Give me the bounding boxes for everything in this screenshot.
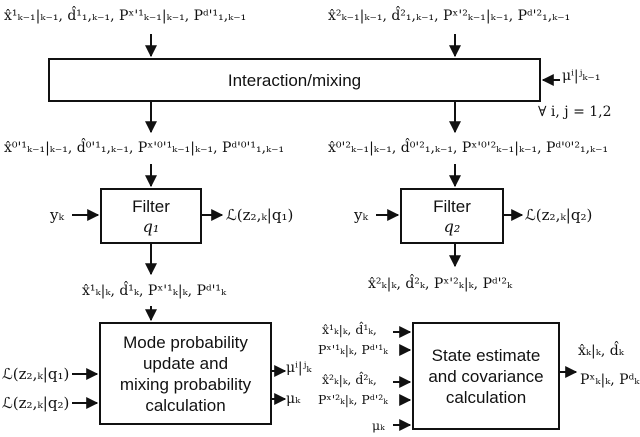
mixing-probability-input: μⁱ|ʲₖ₋₁ <box>562 68 601 84</box>
filter-2-title: Filter <box>433 196 471 216</box>
state-estimate-block: State estimate and covariance calculatio… <box>412 322 560 430</box>
interaction-mixing-block: Interaction/mixing <box>48 58 541 102</box>
likelihood-mode-2: ℒ(z₂,ₖ|q₂) <box>525 206 593 224</box>
mode-probability-block: Mode probability update and mixing proba… <box>99 322 272 425</box>
final-covariance: Pˣₖ|ₖ, Pᵈₖ <box>580 372 640 388</box>
mode-prob-line-4: calculation <box>145 395 226 415</box>
mixing-probability-output: μⁱ|ʲₖ <box>286 360 312 376</box>
mixing-label: Interaction/mixing <box>227 70 362 90</box>
state-est-line-3: calculation <box>445 387 527 407</box>
state-est-line-2: and covariance <box>428 366 544 386</box>
input-mode-2-estimates: x̂²ₖ₋₁|ₖ₋₁, d̂²₁,ₖ₋₁, Pˣ'²ₖ₋₁|ₖ₋₁, Pᵈ'²₁… <box>328 8 571 24</box>
filter-2-outputs: x̂²ₖ|ₖ, d̂²ₖ, Pˣ'²ₖ|ₖ, Pᵈ'²ₖ <box>368 276 513 292</box>
likelihood-input-1: ℒ(z₂,ₖ|q₁) <box>2 365 70 383</box>
mixed-estimates-mode-2: x̂⁰'²ₖ₋₁|ₖ₋₁, d̂⁰'²₁,ₖ₋₁, Pˣ'⁰'²ₖ₋₁|ₖ₋₁,… <box>328 140 609 156</box>
mixed-estimates-mode-1: x̂⁰'¹ₖ₋₁|ₖ₋₁, d̂⁰'¹₁,ₖ₋₁, Pˣ'⁰'¹ₖ₋₁|ₖ₋₁,… <box>4 140 285 156</box>
measurement-y-1: yₖ <box>50 206 64 224</box>
filter-2-mode: q₂ <box>443 216 461 236</box>
state-input-mode-1-a: x̂¹ₖ|ₖ, d̂¹ₖ, <box>322 322 377 337</box>
state-input-mode-2-a: x̂²ₖ|ₖ, d̂²ₖ, <box>322 372 377 387</box>
mode-prob-line-3: mixing probability <box>119 374 252 394</box>
state-input-mu: μₖ <box>372 418 385 433</box>
mode-prob-line-1: Mode probability <box>123 332 248 352</box>
filter-1-title: Filter <box>132 196 170 216</box>
filter-1-mode: q₁ <box>142 216 160 236</box>
state-input-mode-1-b: Pˣ'¹ₖ|ₖ, Pᵈ'¹ₖ <box>318 342 388 357</box>
likelihood-mode-1: ℒ(z₂,ₖ|q₁) <box>226 206 294 224</box>
likelihood-input-2: ℒ(z₂,ₖ|q₂) <box>2 394 70 412</box>
state-input-mode-2-b: Pˣ'²ₖ|ₖ, Pᵈ'²ₖ <box>318 392 388 407</box>
filter-2-block: Filter q₂ <box>400 188 504 244</box>
final-state-estimate: x̂ₖ|ₖ, d̂ₖ <box>578 343 624 359</box>
mode-probability-output: μₖ <box>286 391 301 407</box>
forall-indices: ∀ i, j = 1,2 <box>538 104 612 120</box>
input-mode-1-estimates: x̂¹ₖ₋₁|ₖ₋₁, d̂¹₁,ₖ₋₁, Pˣ'¹ₖ₋₁|ₖ₋₁, Pᵈ'¹₁… <box>4 8 247 24</box>
measurement-y-2: yₖ <box>354 206 368 224</box>
filter-1-block: Filter q₁ <box>100 188 202 244</box>
mode-prob-line-2: update and <box>142 353 229 373</box>
state-est-line-1: State estimate <box>431 345 541 365</box>
filter-1-outputs: x̂¹ₖ|ₖ, d̂¹ₖ, Pˣ'¹ₖ|ₖ, Pᵈ'¹ₖ <box>82 283 227 299</box>
